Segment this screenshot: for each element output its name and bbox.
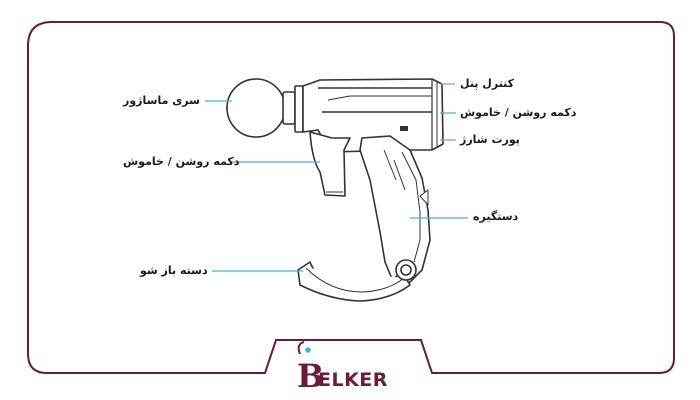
- brand-initial: B: [297, 357, 324, 395]
- massage-gun-illustration: [297, 78, 444, 302]
- label-power-button-right: دکمه روشن / خاموش: [460, 106, 577, 119]
- label-folding-handle: دسته باز شو: [140, 264, 208, 277]
- massager-head-illustration: [226, 78, 304, 138]
- frame-border: [27, 21, 675, 374]
- brand-name: ELKER: [318, 369, 388, 391]
- brand-logo: B: [297, 341, 324, 395]
- leader-lines: [205, 83, 468, 272]
- label-charge-port: پورت شارژ: [460, 133, 520, 146]
- label-massager-head: سری ماساژور: [123, 94, 200, 107]
- label-handle: دستگیره: [473, 210, 519, 223]
- label-control-panel: کنترل پنل: [460, 77, 515, 90]
- label-power-button-left: دکمه روشن / خاموش: [123, 155, 240, 168]
